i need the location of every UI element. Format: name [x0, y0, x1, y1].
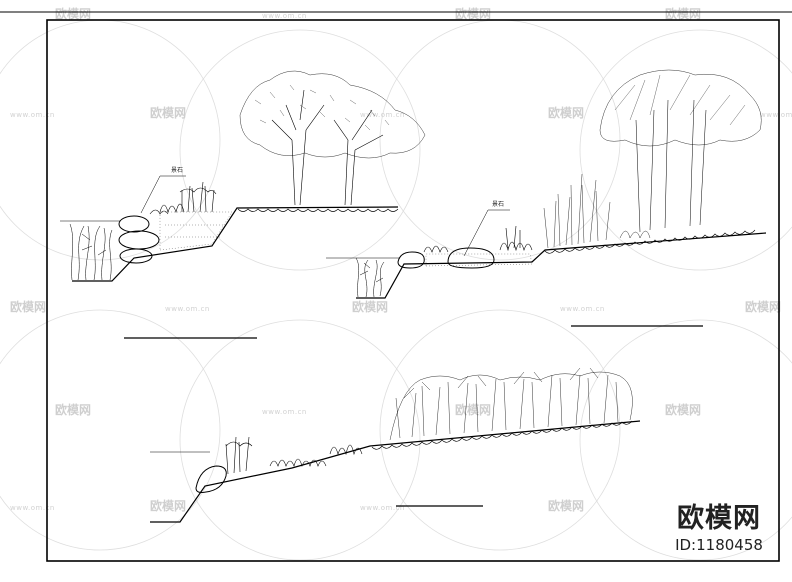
watermark-arc-pattern [0, 19, 792, 561]
watermark-logo: 欧模网 [150, 498, 186, 513]
stone-label-2: 景石 [492, 201, 504, 208]
shrubs-3 [225, 436, 363, 475]
watermark-url: www.om.cn [760, 111, 792, 119]
trees-group-1 [239, 70, 426, 206]
section-2 [326, 69, 767, 327]
trees-group-2 [599, 69, 762, 233]
brand-logo-text: 欧模网 [677, 503, 761, 534]
landscape-stones-2 [397, 247, 495, 269]
bank-profile-1 [72, 206, 399, 282]
watermark-url: www.om.cn [262, 12, 307, 20]
watermark-logo: 欧模网 [665, 402, 701, 417]
shrubs-1 [149, 181, 217, 215]
watermark-logo: 欧模网 [352, 299, 388, 314]
turf-scallops-3 [371, 420, 633, 450]
watermark-logo: 欧模网 [10, 299, 46, 314]
watermark-logo: 欧模网 [548, 498, 584, 513]
bank-profile-3 [150, 420, 641, 523]
watermark-url: www.om.cn [560, 305, 605, 313]
watermark-url: www.om.cn [165, 305, 210, 313]
watermark-logo: 欧模网 [55, 402, 91, 417]
watermark-logo: 欧模网 [745, 299, 781, 314]
callout-line-2 [463, 209, 510, 257]
trees-group-3 [389, 367, 633, 441]
aquatic-plants-1 [69, 223, 113, 281]
watermark-url: www.om.cn [360, 111, 405, 119]
landscape-stone-3 [195, 465, 227, 493]
watermark-url: www.om.cn [10, 111, 55, 119]
section-1 [60, 70, 426, 339]
callout-line-1 [140, 175, 186, 214]
watermark-logo: 欧模网 [455, 402, 491, 417]
grasses-2 [543, 173, 651, 249]
watermark-logo: 欧模网 [548, 105, 584, 120]
turf-scallops-1 [237, 208, 399, 212]
section-3 [150, 367, 641, 523]
shrubs-2 [423, 225, 533, 253]
watermark-url: www.om.cn [10, 504, 55, 512]
watermark-logo: 欧模网 [55, 6, 91, 21]
stone-label-1: 景石 [171, 167, 183, 174]
brand-watermark: 欧模网 ID:1180458 [664, 502, 774, 554]
aquatic-plants-2 [355, 257, 385, 298]
watermark-url-group: www.om.cn www.om.cn www.om.cn www.om.cn www.… [10, 12, 792, 512]
bank-profile-2 [356, 232, 767, 299]
drawing-frame [46, 19, 780, 562]
landscape-stones-1 [118, 215, 160, 264]
watermark-url: www.om.cn [360, 504, 405, 512]
gravel-fill-1 [159, 211, 233, 251]
brand-id-text: ID:1180458 [675, 536, 763, 554]
watermark-logo: 欧模网 [150, 105, 186, 120]
watermark-logo: 欧模网 [665, 6, 701, 21]
watermark-logo-group: 欧模网欧模网欧模网欧模网欧模网欧模网欧模网欧模网欧模网欧模网欧模网欧模网欧模网 [10, 6, 781, 513]
watermark-url: www.om.cn [262, 408, 307, 416]
watermark-logo: 欧模网 [455, 6, 491, 21]
gravel-fill-2 [425, 253, 533, 267]
turf-scallops-2 [544, 229, 756, 254]
